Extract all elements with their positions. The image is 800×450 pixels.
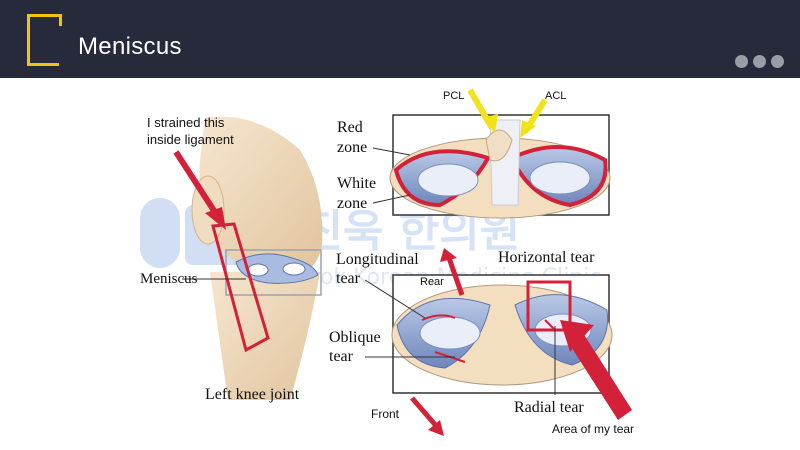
meniscus-illustration: 이진욱 한의원 Jinwook Korean Medicine Clinic: [0, 78, 800, 450]
strain-note: I strained this inside ligament: [147, 115, 234, 147]
rear-label: Rear: [420, 276, 444, 288]
radial-tear-label: Radial tear: [514, 399, 584, 416]
area-of-tear-label: Area of my tear: [552, 422, 635, 436]
more-menu-button[interactable]: [735, 55, 784, 68]
bracket-logo-icon: [27, 14, 62, 66]
knee-diagram: 이진욱 한의원 Jinwook Korean Medicine Clinic: [140, 88, 632, 436]
white-zone-label: White zone: [337, 175, 377, 212]
red-zone-label: Red zone: [337, 119, 368, 156]
pcl-label: PCL: [443, 90, 465, 102]
page-title: Meniscus: [78, 33, 182, 60]
left-knee: [173, 116, 323, 400]
acl-label: ACL: [545, 90, 567, 102]
dot-icon: [753, 55, 766, 68]
dot-icon: [735, 55, 748, 68]
meniscus-label: Meniscus: [140, 271, 198, 287]
dot-icon: [771, 55, 784, 68]
longitudinal-tear-label: Longitudinal tear: [336, 251, 419, 287]
meniscus-top-view: [389, 88, 611, 219]
meniscus-tear-view: [391, 280, 632, 420]
left-knee-label: Left knee joint: [205, 386, 300, 403]
horizontal-tear-label: Horizontal tear: [498, 249, 595, 266]
oblique-tear-label: Oblique tear: [329, 329, 381, 365]
front-label: Front: [371, 407, 400, 421]
header-bar: Meniscus: [0, 0, 800, 78]
